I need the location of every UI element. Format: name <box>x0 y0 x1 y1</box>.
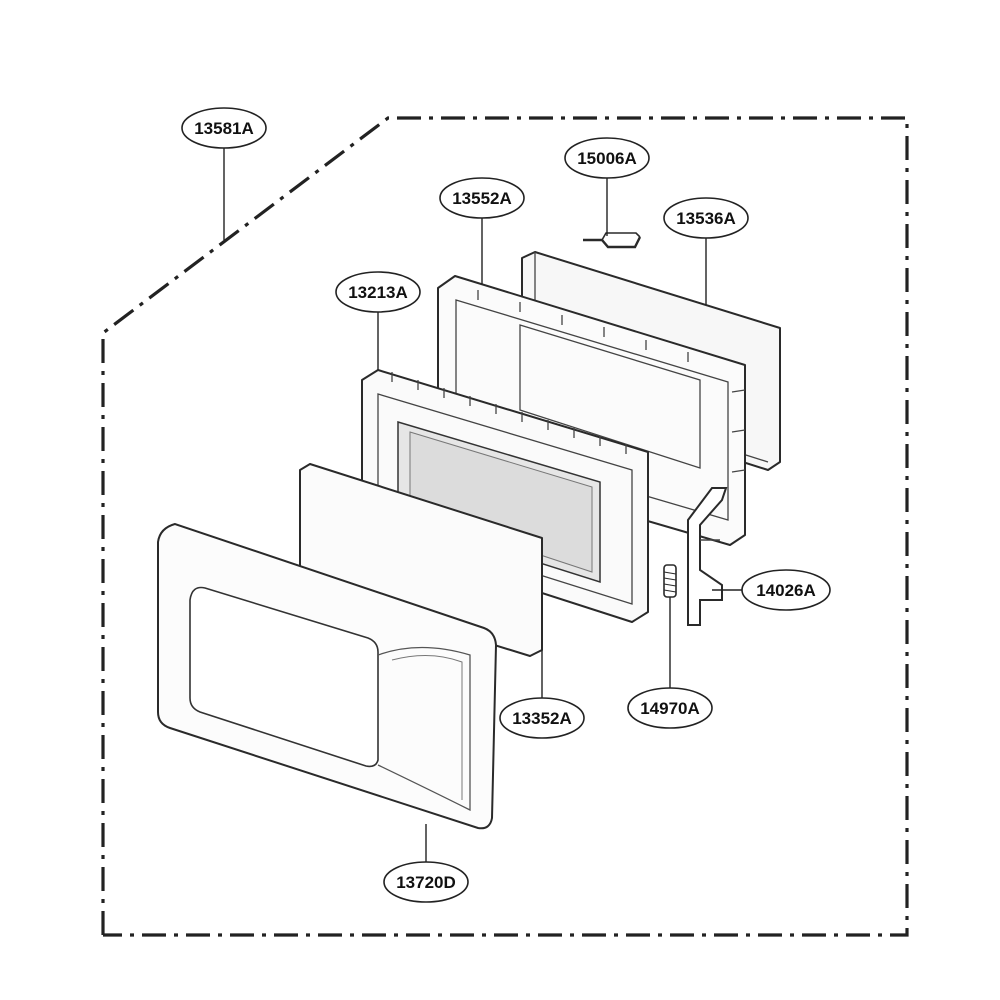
door-frame-13213A <box>361 369 649 623</box>
callout-label: 14026A <box>756 581 816 600</box>
spring-14970A <box>663 564 677 598</box>
assembly-boundary <box>101 116 909 937</box>
callout-13536A: 13536A <box>663 197 749 239</box>
callout-13213A: 13213A <box>335 271 421 313</box>
callout-14026A: 14026A <box>741 569 831 611</box>
callout-label: 13536A <box>676 209 736 228</box>
latch-hook-14026A <box>687 487 728 626</box>
leader-lines <box>223 148 742 862</box>
callout-label: 13581A <box>194 119 254 138</box>
bracket-15006A <box>583 232 642 249</box>
callout-label: 14970A <box>640 699 700 718</box>
callout-label: 15006A <box>577 149 637 168</box>
callout-15006A: 15006A <box>564 137 650 179</box>
callout-13581A: 13581A <box>181 107 267 149</box>
callout-13552A: 13552A <box>439 177 525 219</box>
callout-label: 13552A <box>452 189 512 208</box>
door-front-13720D <box>157 522 498 830</box>
callout-13352A: 13352A <box>499 697 585 739</box>
callout-label: 13352A <box>512 709 572 728</box>
callout-13720D: 13720D <box>383 861 469 903</box>
callout-label: 13720D <box>396 873 456 892</box>
callout-label: 13213A <box>348 283 408 302</box>
callout-14970A: 14970A <box>627 687 713 729</box>
